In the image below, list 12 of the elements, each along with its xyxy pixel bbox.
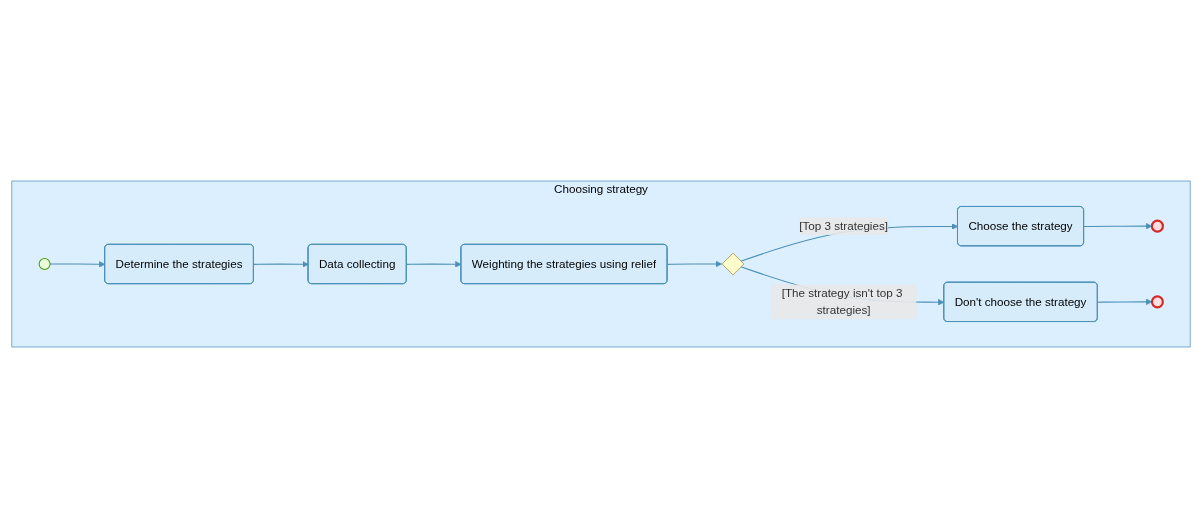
node-circle bbox=[38, 257, 51, 270]
node-circle bbox=[1150, 219, 1164, 233]
arrow bbox=[1083, 222, 1153, 229]
arrow bbox=[666, 260, 722, 267]
arrow bbox=[1097, 298, 1153, 305]
node-diamond bbox=[721, 252, 745, 275]
node-circle bbox=[1150, 294, 1164, 308]
arrow bbox=[406, 260, 462, 267]
arrow bbox=[49, 260, 106, 267]
edge-label: [Top 3 strategies] bbox=[799, 219, 888, 232]
arrow bbox=[253, 260, 309, 267]
edge-label: [The strategy isn't top 3 strategies] bbox=[781, 286, 903, 316]
